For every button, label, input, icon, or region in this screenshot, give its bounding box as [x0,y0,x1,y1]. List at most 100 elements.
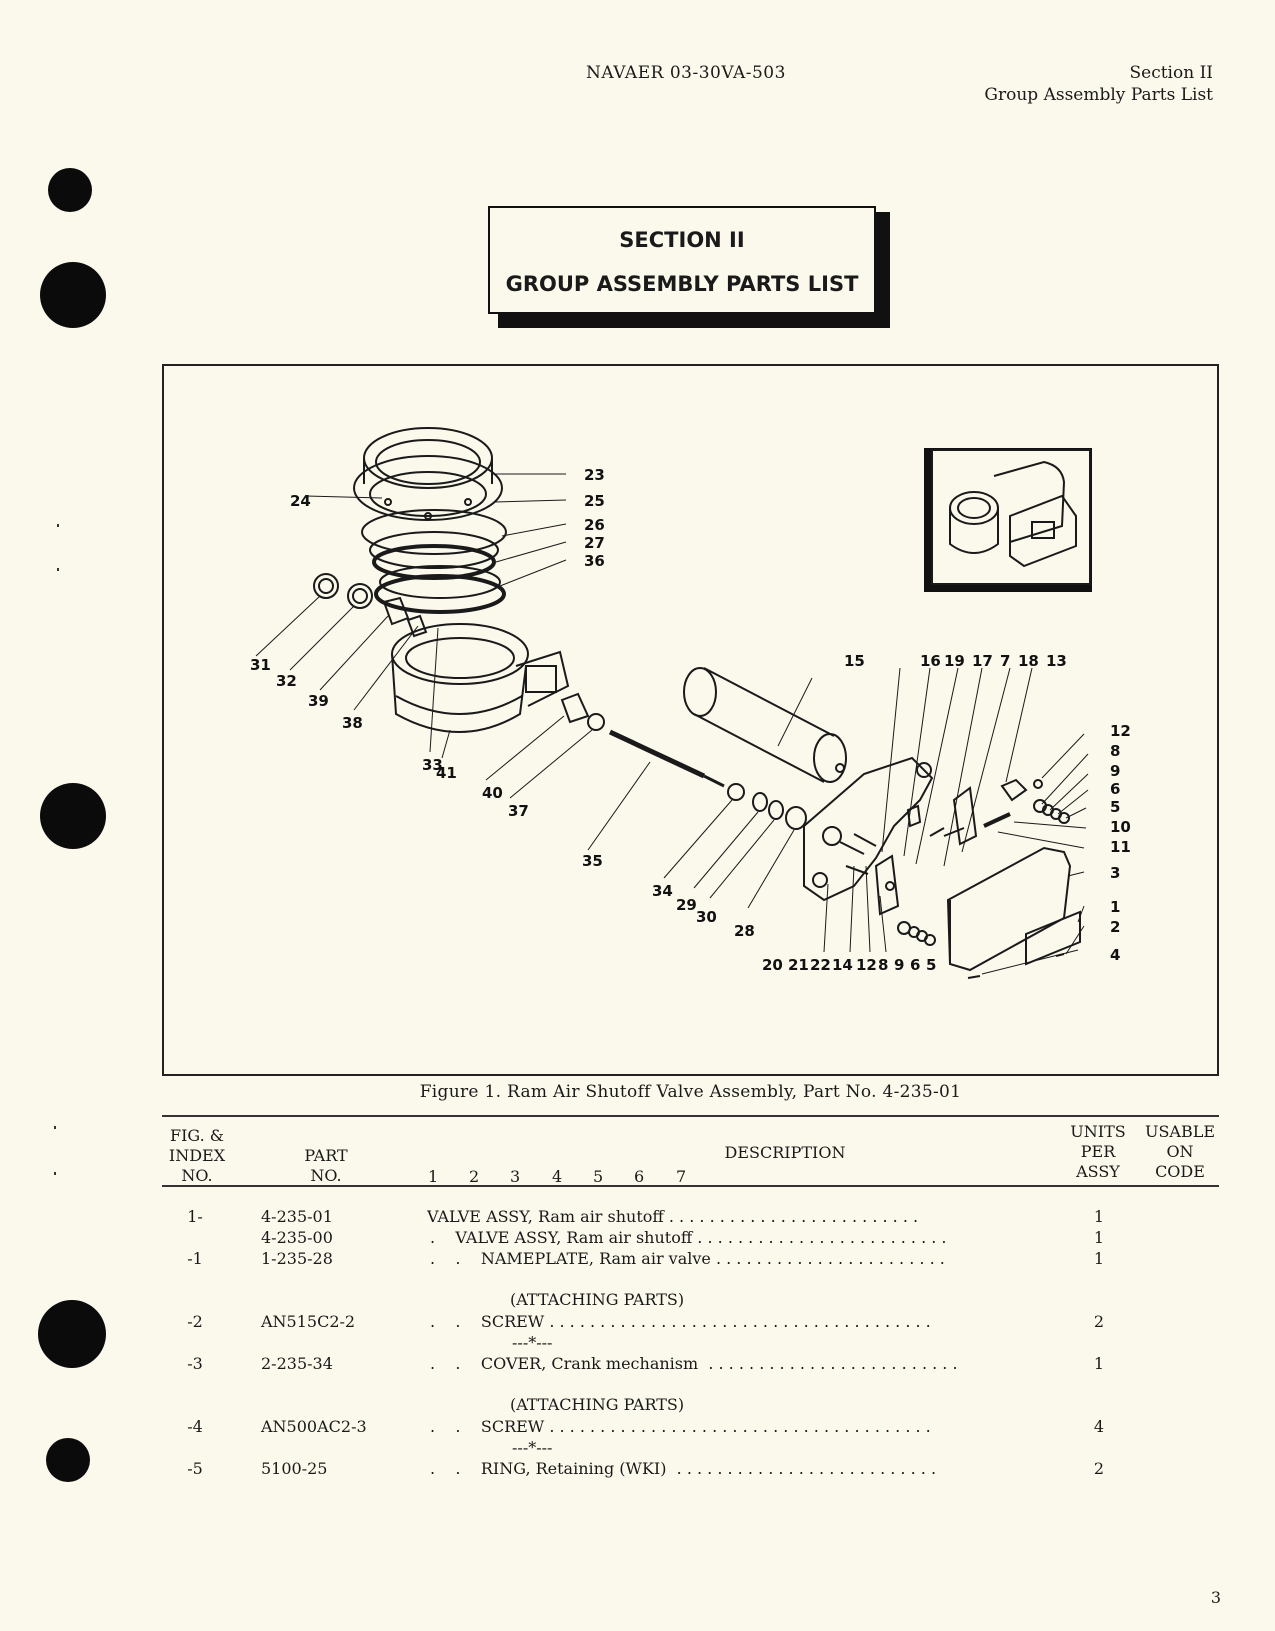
punch-hole [40,262,106,328]
callout-1: 1 [1110,898,1120,916]
punch-hole [40,783,106,849]
table-row: -4 AN500AC2-3 . . SCREW . . . . . . . . … [0,1417,1275,1439]
table-row: ---*--- [0,1438,1275,1460]
indent-level-4: 4 [552,1167,563,1186]
table-header-rule [162,1185,1219,1187]
table-top-rule [162,1115,1219,1117]
speck [54,1172,56,1175]
page-number: 3 [1210,1588,1221,1607]
section-subheading: GROUP ASSEMBLY PARTS LIST [505,272,859,296]
row-separator: ---*--- [512,1333,553,1352]
row-index: -3 [187,1354,203,1373]
callout-13: 13 [1046,652,1067,670]
callout-9b: 9 [894,956,904,974]
callout-11: 11 [1110,838,1131,856]
callout-23: 23 [584,466,605,484]
row-units: 2 [1093,1459,1105,1478]
row-description: . . SCREW . . . . . . . . . . . . . . . … [430,1312,931,1331]
callout-18: 18 [1018,652,1039,670]
callout-12b: 12 [856,956,877,974]
row-part-no: 4-235-00 [261,1228,333,1247]
row-units: 4 [1093,1417,1105,1436]
row-units: 1 [1093,1228,1105,1247]
callout-35: 35 [582,852,603,870]
row-description: . . RING, Retaining (WKI) . . . . . . . … [430,1459,937,1478]
callout-24: 24 [290,492,311,510]
indent-level-6: 6 [634,1167,645,1186]
callout-37: 37 [508,802,529,820]
col-header-description: DESCRIPTION [724,1143,846,1162]
punch-hole [38,1300,106,1368]
callout-32: 32 [276,672,297,690]
row-part-no: 1-235-28 [261,1249,333,1268]
row-part-no: 5100-25 [261,1459,328,1478]
table-row: 4-235-00 . VALVE ASSY, Ram air shutoff .… [0,1228,1275,1250]
callout-8: 8 [1110,742,1120,760]
callout-3: 3 [1110,864,1120,882]
callout-5b: 5 [926,956,936,974]
callout-7: 7 [1000,652,1010,670]
table-row: -2 AN515C2-2 . . SCREW . . . . . . . . .… [0,1312,1275,1334]
table-row: (ATTACHING PARTS) [0,1395,1275,1417]
row-index: 1- [187,1207,203,1226]
callout-6: 6 [1110,780,1120,798]
callout-17: 17 [972,652,993,670]
running-header: Section II Group Assembly Parts List [984,62,1213,106]
callout-9: 9 [1110,762,1120,780]
row-description: VALVE ASSY, Ram air shutoff . . . . . . … [427,1207,919,1226]
speck [54,1126,56,1129]
callout-19: 19 [944,652,965,670]
callout-36: 36 [584,552,605,570]
callout-2: 2 [1110,918,1120,936]
col-header-fig-index: FIG. & INDEX NO. [168,1126,226,1185]
callout-33: 33 [422,756,443,774]
callout-22: 22 [810,956,831,974]
row-part-no: AN515C2-2 [261,1312,356,1331]
callout-25: 25 [584,492,605,510]
section-title-box: SECTION II GROUP ASSEMBLY PARTS LIST [488,206,876,314]
row-index: -4 [187,1417,203,1436]
callout-40: 40 [482,784,503,802]
callout-30: 30 [696,908,717,926]
callout-29: 29 [676,896,697,914]
table-row: -1 1-235-28 . . NAMEPLATE, Ram air valve… [0,1249,1275,1271]
punch-hole [46,1438,90,1482]
row-index: -5 [187,1459,203,1478]
indent-level-2: 2 [469,1167,480,1186]
callout-31: 31 [250,656,271,674]
exploded-view-figure: 23 24 25 26 27 36 15 16 19 17 7 18 13 12… [162,364,1219,1076]
callout-34: 34 [652,882,673,900]
callout-16: 16 [920,652,941,670]
indent-level-5: 5 [593,1167,604,1186]
callout-12: 12 [1110,722,1131,740]
row-attaching-parts-label: (ATTACHING PARTS) [510,1290,685,1309]
col-header-units-per-assy: UNITS PER ASSY [1070,1122,1126,1181]
callout-14: 14 [832,956,853,974]
speck [57,524,59,527]
section-label: Section II [1129,63,1213,83]
indent-level-3: 3 [510,1167,521,1186]
callout-4: 4 [1110,946,1120,964]
row-index: -2 [187,1312,203,1331]
indent-level-1: 1 [428,1167,439,1186]
table-row: -3 2-235-34 . . COVER, Crank mechanism .… [0,1354,1275,1376]
row-part-no: AN500AC2-3 [261,1417,367,1436]
callout-10: 10 [1110,818,1131,836]
row-description: . VALVE ASSY, Ram air shutoff . . . . . … [430,1228,947,1247]
table-row: (ATTACHING PARTS) [0,1290,1275,1312]
col-header-part-no: PART NO. [304,1146,348,1185]
row-units: 1 [1093,1249,1105,1268]
callout-8b: 8 [878,956,888,974]
callout-20: 20 [762,956,783,974]
document-number: NAVAER 03-30VA-503 [586,63,786,83]
row-description: . . SCREW . . . . . . . . . . . . . . . … [430,1417,931,1436]
callout-21: 21 [788,956,809,974]
row-part-no: 2-235-34 [261,1354,333,1373]
callout-28: 28 [734,922,755,940]
table-row: -5 5100-25 . . RING, Retaining (WKI) . .… [0,1459,1275,1481]
row-units: 1 [1093,1207,1105,1226]
callout-39: 39 [308,692,329,710]
callout-6b: 6 [910,956,920,974]
callout-26: 26 [584,516,605,534]
section-title: Group Assembly Parts List [984,85,1213,105]
